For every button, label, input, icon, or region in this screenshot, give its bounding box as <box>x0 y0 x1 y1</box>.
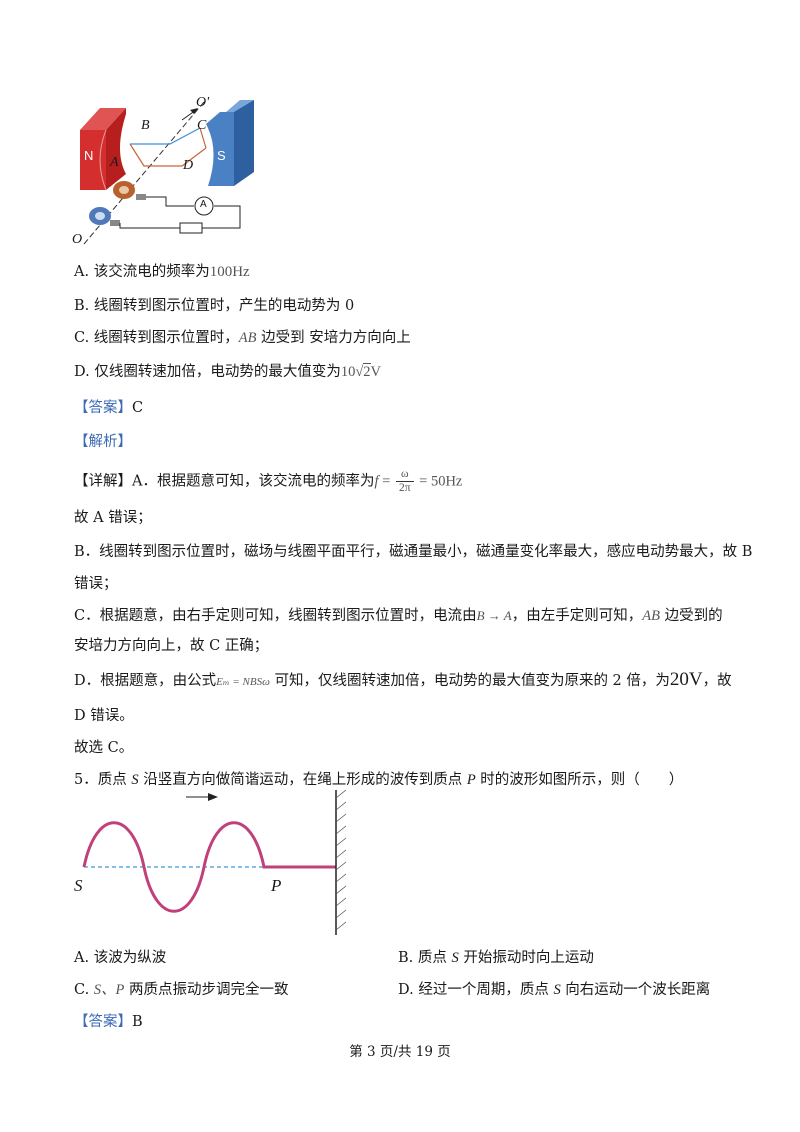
wave-label-p: P <box>271 876 282 895</box>
generator-figure <box>80 100 254 245</box>
q4-option-c: C. 线圈转到图示位置时，AB 边受到 安培力方向向上 <box>74 330 411 346</box>
fig1-label-s: S <box>217 148 226 163</box>
q5-answer: 【答案】B <box>74 1014 143 1030</box>
q4-option-b: B. 线圈转到图示位置时，产生的电动势为 0 <box>74 298 355 314</box>
q5-option-a: A. 该波为纵波 <box>74 950 167 966</box>
fig1-label-o-top: O' <box>196 95 210 110</box>
fig1-label-d: D <box>183 158 194 173</box>
wave-curve <box>82 821 336 913</box>
q4-detail-c-1: C．根据题意，由右手定则可知，线圈转到图示位置时，电流由B → A，由左手定则可… <box>74 608 723 624</box>
page-footer: 第 3 页/共 19 页 <box>349 1044 451 1060</box>
fig1-label-a: A <box>110 155 119 170</box>
q4-conclusion: 故选 C。 <box>74 740 134 756</box>
q4-detail-c-2: 安培力方向向上，故 C 正确； <box>74 638 269 654</box>
q4-answer: 【答案】C <box>74 400 144 416</box>
q5-option-d: D. 经过一个周期，质点 S 向右运动一个波长距离 <box>398 982 711 998</box>
q4-detail-b-2: 错误； <box>74 576 118 592</box>
fig1-ammeter-label: A <box>200 199 207 210</box>
q4-option-a: A. 该交流电的频率为100Hz <box>74 264 250 280</box>
wave-figure <box>82 790 347 935</box>
q5-option-b: B. 质点 S 开始振动时向上运动 <box>398 950 594 966</box>
q5-option-c: C. S、P 两质点振动步调完全一致 <box>74 982 289 998</box>
q5-stem: 5．质点 S 沿竖直方向做简谐运动，在绳上形成的波传到质点 P 时的波形如图所示… <box>74 772 684 788</box>
q4-detail-b-1: B．线圈转到图示位置时，磁场与线圈平面平行，磁通量最小，磁通量变化率最大，感应电… <box>74 544 753 560</box>
q4-option-d: D. 仅线圈转速加倍，电动势的最大值变为10√2V <box>74 363 382 380</box>
fig1-label-c: C <box>197 118 207 133</box>
wave-label-s: S <box>74 876 83 895</box>
fig1-label-o-bottom: O <box>72 232 83 247</box>
q4-detail-d-1: D．根据题意，由公式Eₘ = NBSω 可知，仅线圈转速加倍，电动势的最大值变为… <box>74 669 732 690</box>
fig1-label-b: B <box>141 118 150 133</box>
fig1-label-n: N <box>84 148 94 163</box>
q4-detail-a-end: 故 A 错误； <box>74 510 152 526</box>
q4-analysis-tag: 【解析】 <box>74 434 132 450</box>
q4-detail-d-2: D 错误。 <box>74 708 134 724</box>
